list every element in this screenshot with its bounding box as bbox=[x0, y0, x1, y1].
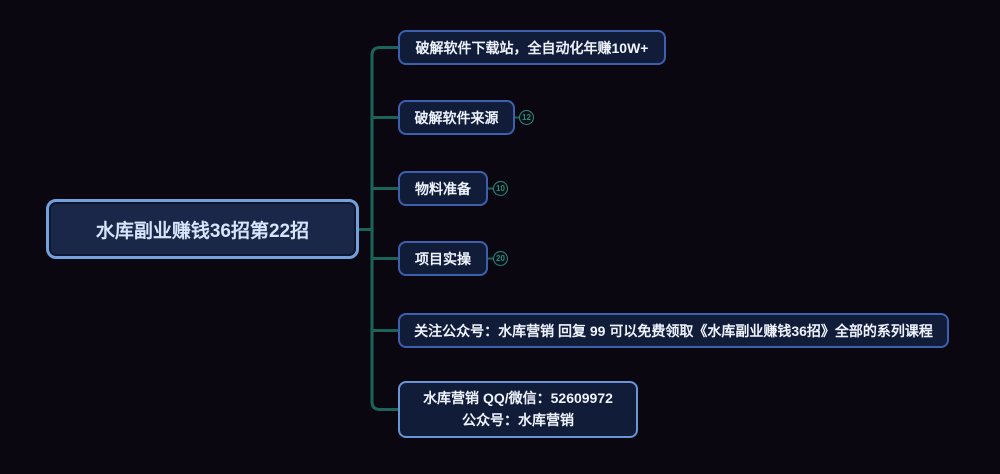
collapse-badge-count: 10 bbox=[496, 183, 505, 193]
collapse-badge[interactable]: 12 bbox=[519, 110, 534, 125]
branch-node-download-site[interactable]: 破解软件下载站，全自动化年赚10W+ bbox=[398, 30, 666, 65]
contact-qq-line: 水库营销 QQ/微信：52609972 bbox=[423, 389, 613, 406]
collapse-badge-count: 20 bbox=[496, 253, 505, 263]
branch-node-project-practice[interactable]: 项目实操 bbox=[398, 241, 488, 276]
collapse-badge[interactable]: 10 bbox=[493, 181, 508, 196]
collapse-badge[interactable]: 20 bbox=[493, 251, 508, 266]
root-node-label: 水库副业赚钱36招第22招 bbox=[95, 220, 310, 242]
branch-node-label: 关注公众号：水库营销 回复 99 可以免费领取《水库副业赚钱36招》全部的系列课… bbox=[414, 322, 933, 339]
branch-node-label: 项目实操 bbox=[415, 250, 471, 267]
branch-node-software-source[interactable]: 破解软件来源 bbox=[398, 100, 515, 135]
root-node[interactable]: 水库副业赚钱36招第22招 bbox=[46, 199, 359, 259]
trunk-line bbox=[370, 46, 399, 411]
collapse-badge-count: 12 bbox=[522, 112, 531, 122]
branch-node-material-prep[interactable]: 物料准备 bbox=[398, 171, 488, 206]
branch-node-contact-info[interactable]: 水库营销 QQ/微信：52609972 公众号：水库营销 bbox=[398, 381, 638, 438]
branch-node-label: 破解软件来源 bbox=[414, 109, 499, 126]
contact-gzh-line: 公众号：水库营销 bbox=[461, 411, 574, 428]
branch-node-label: 物料准备 bbox=[415, 180, 471, 197]
branch-node-wechat-promo[interactable]: 关注公众号：水库营销 回复 99 可以免费领取《水库副业赚钱36招》全部的系列课… bbox=[398, 313, 949, 348]
branch-node-label: 破解软件下载站，全自动化年赚10W+ bbox=[415, 39, 649, 56]
